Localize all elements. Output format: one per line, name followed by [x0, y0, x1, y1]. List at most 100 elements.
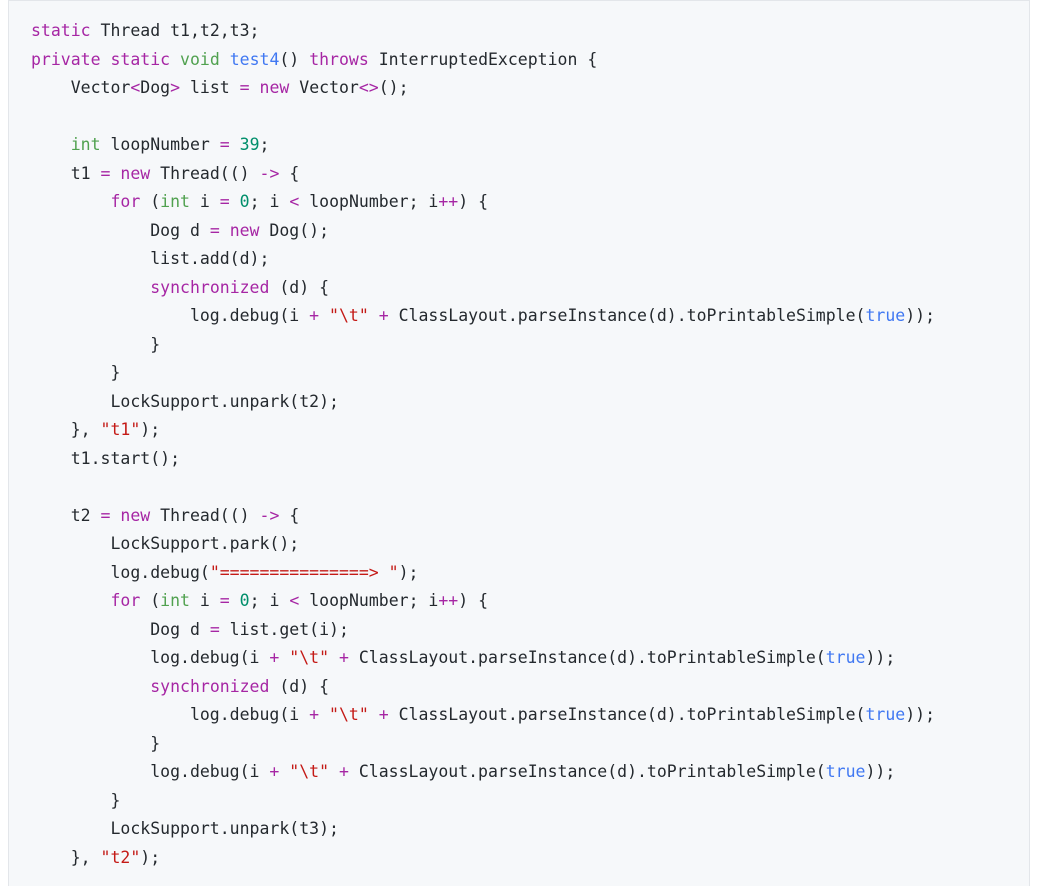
code-line: log.debug(i + "\t" + ClassLayout.parseIn… [31, 701, 935, 730]
code-token: static [31, 21, 91, 40]
code-token: new [259, 78, 290, 97]
code-token: ( [140, 192, 161, 211]
code-token [369, 705, 379, 724]
code-token: for [110, 192, 141, 211]
code-token: ClassLayout.parseInstance(d).toPrintable… [348, 648, 826, 667]
code-token: ; i [249, 591, 290, 610]
code-token: <> [358, 78, 379, 97]
code-token: ; [259, 135, 270, 154]
code-token: (d) { [269, 676, 330, 696]
code-line: Dog d = new Dog(); [31, 217, 935, 246]
code-token: ClassLayout.parseInstance(d).toPrintable… [388, 705, 866, 724]
code-token [31, 591, 110, 610]
code-line: for (int i = 0; i < loopNumber; i++) { [31, 587, 935, 616]
java-code-listing[interactable]: static Thread t1,t2,t3;private static vo… [31, 17, 935, 872]
code-token [230, 192, 240, 211]
code-token: Thread(() [150, 505, 260, 525]
code-line: log.debug(i + "\t" + ClassLayout.parseIn… [31, 644, 935, 673]
code-token: new [229, 220, 260, 240]
code-token: i [189, 591, 220, 610]
code-token: ++ [438, 591, 459, 610]
code-token: } [31, 363, 121, 382]
code-token: ); [140, 847, 161, 867]
code-token [31, 192, 110, 211]
code-token [250, 78, 260, 97]
code-token [319, 306, 329, 325]
code-token: = [219, 135, 230, 154]
code-token: = [219, 591, 230, 610]
code-token: + [309, 705, 320, 724]
code-token: int [160, 192, 190, 211]
code-line: list.add(d); [31, 245, 935, 274]
code-token: "t2" [100, 847, 141, 867]
code-token: int [160, 591, 190, 610]
code-token: () [279, 49, 310, 69]
code-token: + [269, 648, 280, 667]
code-token [31, 278, 150, 297]
code-token: -> [259, 505, 280, 525]
code-token: t1.start(); [31, 448, 181, 468]
code-token: + [338, 762, 349, 781]
code-token: { [279, 163, 300, 183]
code-line: t2 = new Thread(() -> { [31, 502, 935, 531]
code-line: }, "t2"); [31, 844, 935, 873]
code-token: true [865, 705, 906, 724]
code-line: } [31, 331, 935, 360]
code-token: )); [905, 705, 936, 724]
code-token: ClassLayout.parseInstance(d).toPrintable… [388, 306, 866, 325]
code-token [369, 306, 379, 325]
code-line: } [31, 359, 935, 388]
code-token: 39 [239, 135, 260, 154]
code-token: ++ [438, 192, 459, 211]
code-line: log.debug(i + "\t" + ClassLayout.parseIn… [31, 302, 935, 331]
code-token: > [170, 78, 181, 97]
code-token: Vector [31, 78, 131, 97]
code-token: ) { [458, 192, 489, 211]
code-line: for (int i = 0; i < loopNumber; i++) { [31, 188, 935, 217]
code-line: Dog d = list.get(i); [31, 616, 935, 645]
code-token: Vector [289, 78, 359, 97]
code-token: )); [905, 306, 936, 325]
code-token: "===============> " [209, 562, 399, 582]
code-token: Dog(); [259, 220, 330, 240]
code-token: "\t" [329, 705, 369, 724]
code-token: test4 [229, 49, 280, 69]
code-token: throws [309, 49, 369, 69]
code-token [170, 50, 180, 69]
code-line: LockSupport.unpark(t3); [31, 815, 935, 844]
code-line: Vector<Dog> list = new Vector<>(); [31, 74, 935, 103]
code-token: 0 [239, 591, 250, 610]
code-token: -> [259, 163, 280, 183]
code-token: }, [31, 420, 101, 439]
code-line: ​ [31, 473, 935, 502]
code-token: = [209, 220, 220, 240]
code-token: LockSupport.park(); [31, 534, 300, 553]
code-token: void [180, 49, 220, 69]
code-token: log.debug( [31, 562, 210, 582]
code-token: < [289, 192, 300, 211]
code-token: "\t" [289, 762, 330, 781]
code-token: < [130, 78, 141, 97]
code-token: ) { [458, 591, 489, 610]
code-token: } [31, 334, 161, 354]
code-token [319, 705, 329, 724]
code-token: = [100, 505, 111, 525]
code-token [31, 135, 71, 154]
code-token: + [309, 306, 320, 325]
code-token: new [120, 163, 151, 183]
code-token [329, 648, 339, 667]
code-token: + [378, 705, 389, 724]
code-token: { [279, 505, 300, 525]
code-line: log.debug("===============> "); [31, 559, 935, 588]
code-token: private static [31, 49, 171, 69]
code-token: t2 [31, 505, 101, 525]
code-line: } [31, 730, 935, 759]
code-line: ​ [31, 103, 935, 132]
code-block: static Thread t1,t2,t3;private static vo… [8, 0, 1030, 886]
code-token [230, 135, 240, 154]
code-token: log.debug(i [31, 306, 310, 325]
code-token: list.get(i); [219, 619, 349, 639]
code-token [230, 591, 240, 610]
code-token: (); [378, 78, 409, 97]
code-token: for [110, 591, 141, 610]
